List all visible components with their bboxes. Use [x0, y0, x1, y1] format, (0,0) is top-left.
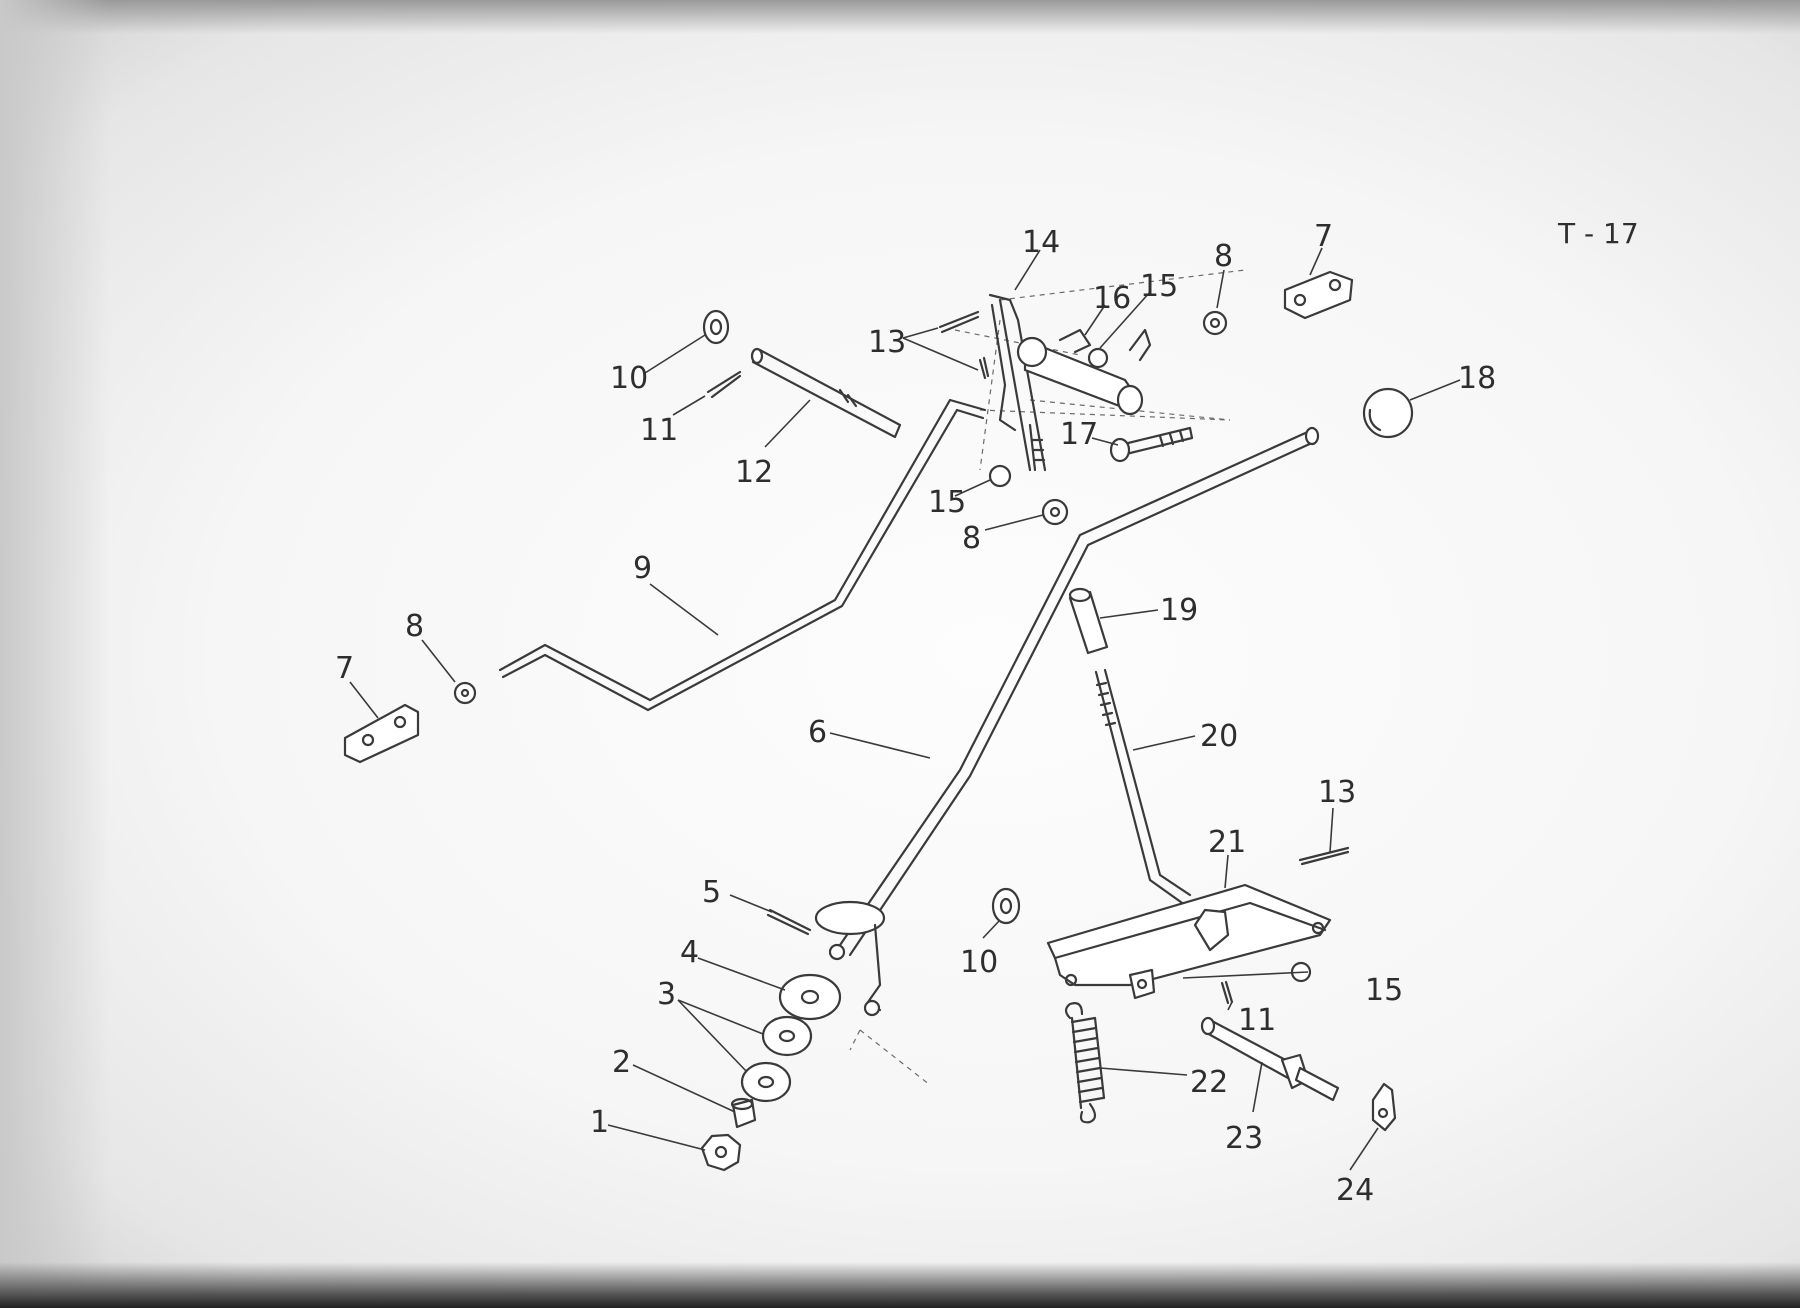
callout-11-bottom: 11 — [1238, 1003, 1276, 1038]
part-8-nut-top-hole — [1209, 317, 1221, 329]
callout-16: 16 — [1093, 281, 1131, 316]
part-19-sleeve — [1068, 587, 1109, 655]
callout-6: 6 — [808, 715, 827, 750]
scan-shadow-bottom — [0, 1262, 1800, 1308]
part-16-bracket-tube — [1016, 328, 1152, 416]
part-14-link — [988, 293, 1047, 472]
part-5-split-pin — [766, 908, 812, 936]
part-10-washer-bottom — [991, 887, 1021, 925]
callout-labels: 14 16 15 8 7 18 13 10 11 12 17 15 8 9 8 … — [335, 219, 1496, 1208]
callout-8-top: 8 — [1214, 239, 1233, 274]
callout-23: 23 — [1225, 1121, 1263, 1156]
callout-5: 5 — [702, 875, 721, 910]
part-13-split-pin-b — [978, 356, 990, 380]
part-20-threaded-rod — [1094, 668, 1192, 907]
part-10-washer-top — [702, 309, 730, 345]
part-7-clamp-left — [343, 703, 420, 764]
callout-3: 3 — [657, 977, 676, 1012]
part-15-washer-top — [1087, 347, 1109, 369]
part-11-split-pin-bottom — [1220, 980, 1234, 1005]
callout-10-bottom: 10 — [960, 945, 998, 980]
part-8-nut-middle-hole — [1049, 506, 1061, 518]
part-21-pedal-bracket — [1046, 883, 1332, 1000]
callout-10-top: 10 — [610, 361, 648, 396]
callout-8-left: 8 — [405, 609, 424, 644]
part-6-lower-boss — [814, 900, 886, 1017]
callout-17: 17 — [1060, 417, 1098, 452]
callout-15-middle: 15 — [928, 485, 966, 520]
part-13-split-pin-a — [938, 310, 980, 334]
part-3-washers — [740, 1015, 813, 1103]
part-2-bush — [730, 1097, 757, 1129]
part-17-bolt — [1109, 426, 1194, 463]
part-9-bent-rod — [498, 398, 987, 712]
callout-1: 1 — [590, 1105, 609, 1140]
part-11-split-pin-top — [706, 370, 742, 399]
sheet-number: T - 17 — [1557, 217, 1639, 250]
part-10-washer-bottom-hole — [999, 897, 1013, 915]
part-7-clamp-right — [1283, 270, 1354, 320]
part-12-pin — [750, 347, 902, 439]
callout-14: 14 — [1022, 225, 1060, 260]
callout-7-left: 7 — [335, 651, 354, 686]
callout-22: 22 — [1190, 1065, 1228, 1100]
callout-19: 19 — [1160, 593, 1198, 628]
part-6-handle-rod — [836, 426, 1320, 957]
scan-shadow-top — [0, 0, 1800, 34]
part-8-nut-left — [453, 681, 477, 705]
callout-9: 9 — [633, 551, 652, 586]
part-8-nut-top — [1202, 310, 1228, 336]
callout-4: 4 — [680, 935, 699, 970]
part-18-ball-knob — [1362, 387, 1414, 439]
part-15-washer-middle — [988, 464, 1012, 488]
callout-8-middle: 8 — [962, 521, 981, 556]
callout-13-top: 13 — [868, 325, 906, 360]
callout-15-top: 15 — [1140, 269, 1178, 304]
part-4-washer — [778, 973, 842, 1021]
callout-12: 12 — [735, 455, 773, 490]
callout-7-right: 7 — [1314, 219, 1333, 254]
callout-13-right: 13 — [1318, 775, 1356, 810]
callout-24: 24 — [1336, 1173, 1374, 1208]
callout-21: 21 — [1208, 825, 1246, 860]
part-24-tab — [1371, 1082, 1397, 1132]
leader-lines — [349, 247, 1461, 1171]
callout-20: 20 — [1200, 719, 1238, 754]
callout-18: 18 — [1458, 361, 1496, 396]
part-23-shaft — [1200, 1016, 1340, 1102]
callout-11-top: 11 — [640, 413, 678, 448]
part-13-split-pin-c — [1298, 846, 1350, 866]
part-22-tension-spring — [1064, 1002, 1106, 1124]
callout-15-right: 15 — [1365, 973, 1403, 1008]
callout-2: 2 — [612, 1045, 631, 1080]
part-10-washer-top-hole — [709, 318, 723, 336]
scan-shadow-left — [0, 0, 110, 1308]
part-8-nut-middle — [1041, 498, 1069, 526]
part-8-nut-left-hole — [460, 688, 470, 698]
part-1-castle-nut — [700, 1133, 742, 1172]
